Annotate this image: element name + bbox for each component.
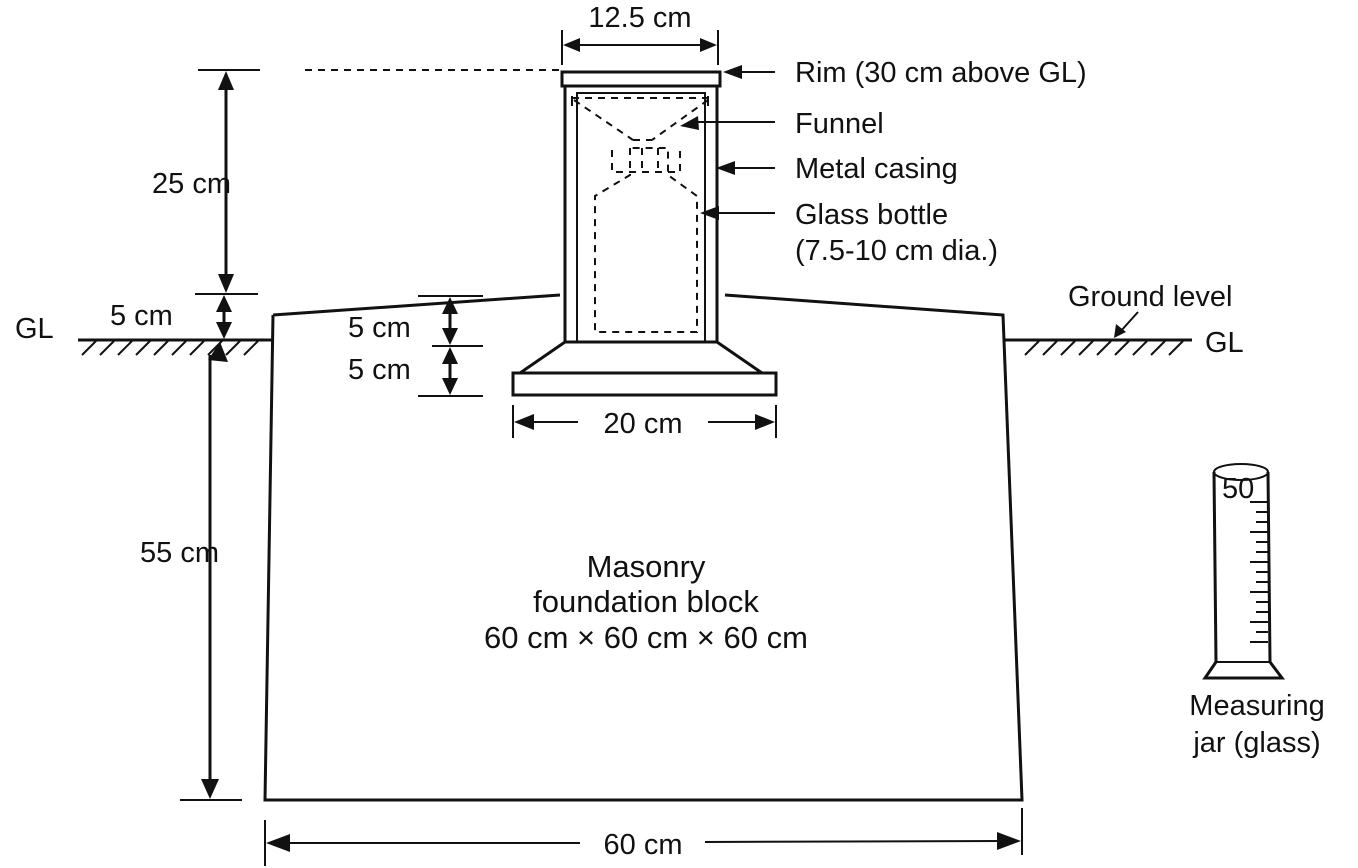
ground-right: GL Ground level	[1005, 281, 1244, 359]
funnel-label: Funnel	[795, 108, 884, 140]
arrow-icon	[514, 414, 534, 430]
funnel	[572, 97, 710, 141]
inner-casing	[576, 92, 706, 343]
arrow-icon	[218, 274, 234, 293]
jar-label-line1: Measuring	[1189, 690, 1324, 722]
bottle-dia-label: (7.5-10 cm dia.)	[795, 235, 998, 267]
gl-left-label: GL	[15, 313, 54, 345]
dim-inner-vertical: 5 cm 5 cm	[348, 295, 483, 397]
top-width-label: 12.5 cm	[588, 2, 691, 34]
jar-label-line2: jar (glass)	[1192, 727, 1320, 759]
metal-casing-label: Metal casing	[795, 153, 958, 185]
dim-55-label: 55 cm	[140, 537, 219, 569]
arrow-icon	[442, 347, 458, 364]
arrow-icon	[208, 342, 228, 362]
foundation-block	[263, 293, 1024, 802]
block-label-line1: Masonry	[587, 549, 706, 584]
dim-60-label: 60 cm	[604, 829, 683, 861]
arrow-icon	[1114, 324, 1126, 338]
block-label-line3: 60 cm × 60 cm × 60 cm	[484, 620, 808, 655]
callout-glass-bottle: Glass bottle (7.5-10 cm dia.)	[700, 199, 998, 267]
dim-25-label: 25 cm	[152, 168, 231, 200]
jar-ticks	[1250, 501, 1268, 643]
dim-5a-label: 5 cm	[348, 312, 411, 344]
arrow-icon	[723, 65, 742, 79]
arrow-icon	[997, 832, 1021, 850]
arrow-icon	[266, 834, 290, 852]
rain-gauge	[511, 70, 778, 397]
dim-base-width: 20 cm	[512, 405, 777, 440]
rim-label: Rim (30 cm above GL)	[795, 57, 1087, 89]
arrow-icon	[216, 322, 232, 339]
ground-level-label: Ground level	[1068, 281, 1232, 313]
dim-top-width: 12.5 cm	[561, 2, 719, 65]
dim-5b-label: 5 cm	[348, 354, 411, 386]
gauge-base	[511, 340, 778, 397]
arrow-icon	[680, 116, 699, 130]
dim-block-width: 60 cm	[264, 808, 1023, 866]
dim-20-label: 20 cm	[604, 408, 683, 440]
arrow-icon	[442, 297, 458, 314]
rim	[560, 70, 722, 88]
measuring-jar: 50 Measuring jar (glass)	[1189, 463, 1325, 759]
arrow-icon	[201, 779, 219, 799]
dim-5-left-label: 5 cm	[110, 300, 173, 332]
arrow-icon	[700, 38, 717, 52]
dim-left-vertical: 25 cm 5 cm 55 cm	[110, 69, 260, 801]
block-label-line2: foundation block	[533, 584, 759, 619]
arrow-icon	[216, 295, 232, 312]
glass-bottle	[594, 147, 698, 333]
arrow-icon	[700, 206, 719, 220]
callout-funnel: Funnel	[680, 108, 884, 140]
ground-left: GL	[15, 313, 273, 356]
glass-bottle-label: Glass bottle	[795, 199, 948, 231]
jar-body	[1202, 471, 1285, 680]
arrow-icon	[563, 38, 580, 52]
arrow-icon	[218, 71, 234, 90]
ground-hatch-icon	[81, 340, 259, 356]
arrow-icon	[442, 328, 458, 345]
jar-value-label: 50	[1222, 473, 1254, 505]
gl-right-label: GL	[1205, 327, 1244, 359]
arrow-icon	[442, 378, 458, 395]
ground-hatch-icon	[1024, 340, 1184, 356]
callout-metal-casing: Metal casing	[716, 153, 958, 185]
arrow-icon	[755, 414, 775, 430]
callout-rim: Rim (30 cm above GL)	[723, 57, 1087, 89]
arrow-icon	[716, 161, 735, 175]
